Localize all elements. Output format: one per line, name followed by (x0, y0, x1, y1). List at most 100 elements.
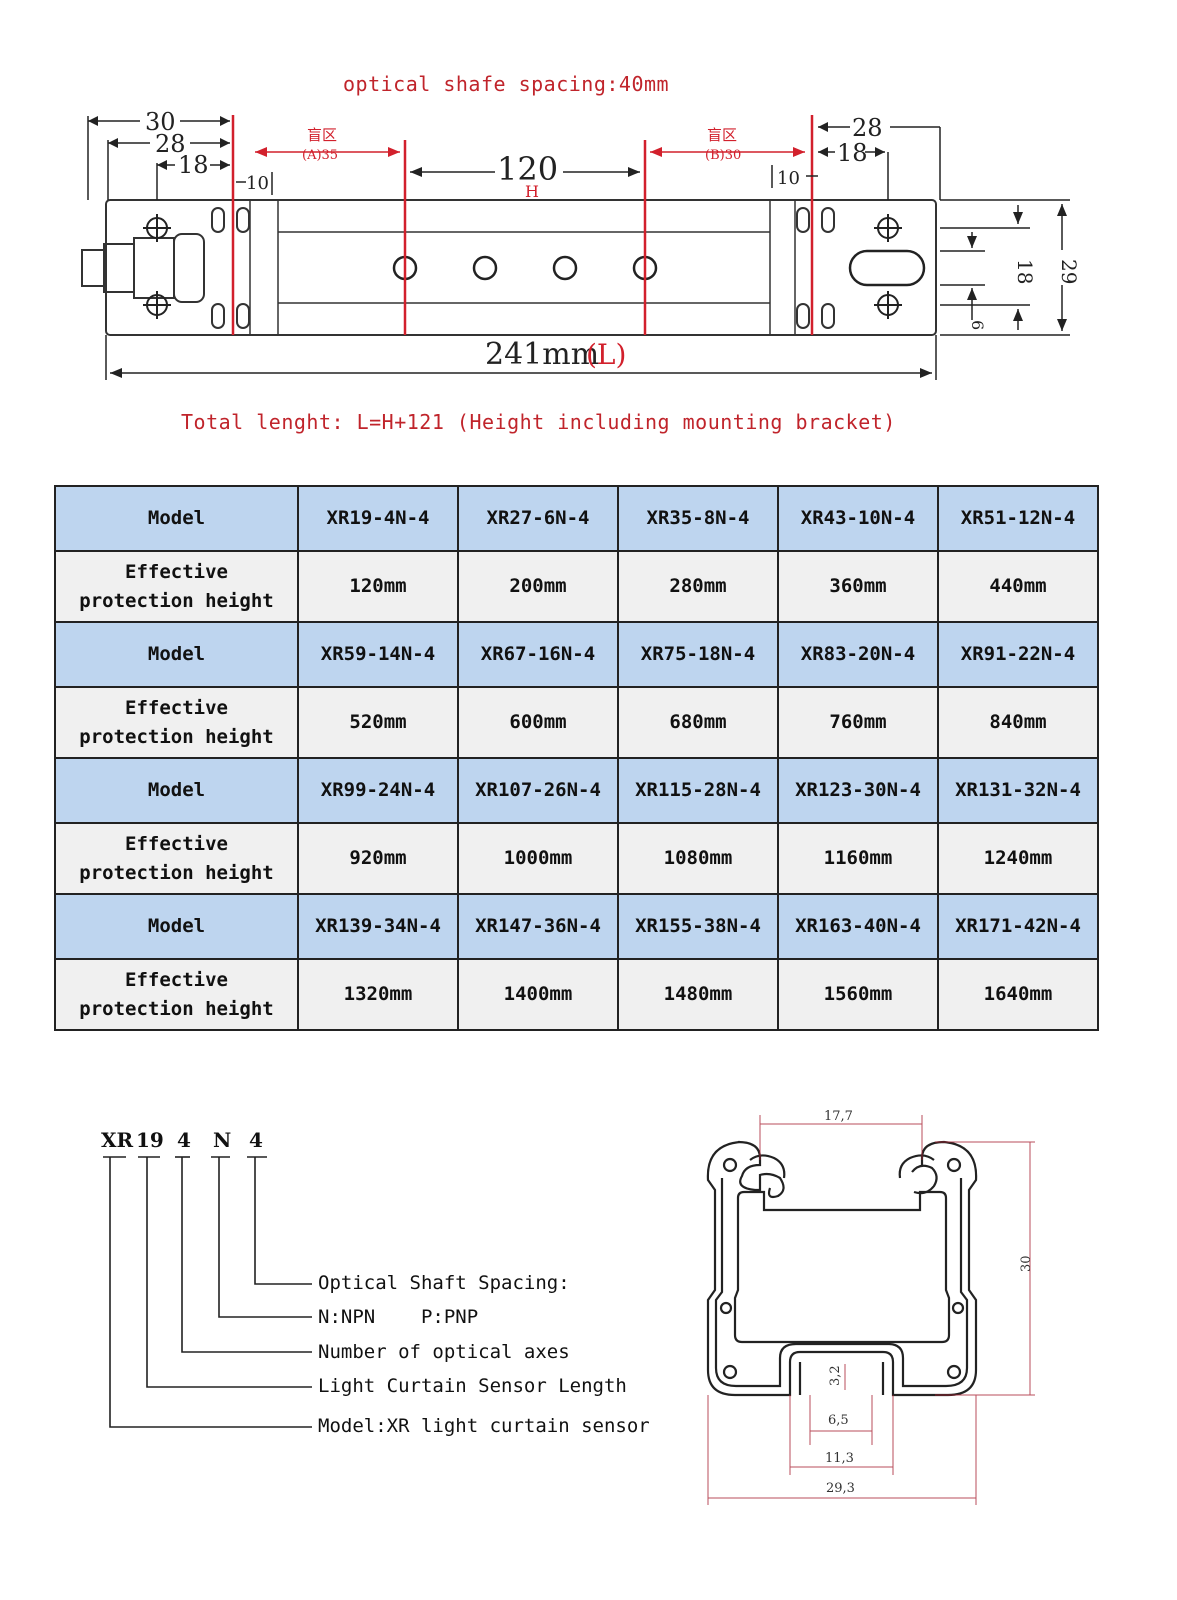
height-cell: 200mm (457, 550, 619, 623)
optical-lens (392, 255, 658, 281)
height-cell: 600mm (457, 686, 619, 759)
dim-10-left-label: 10 (246, 173, 269, 194)
model-cell: XR27-6N-4 (457, 485, 619, 552)
model-cell: XR83-20N-4 (777, 621, 939, 688)
profile-dim-right: 30 (1019, 1255, 1034, 1272)
model-code-leader-lines (103, 1156, 312, 1428)
height-cell: 840mm (937, 686, 1099, 759)
model-cell: XR123-30N-4 (777, 757, 939, 824)
legend-sensor-length: Light Curtain Sensor Length (318, 1375, 627, 1397)
model-header-cell: Model (54, 485, 299, 552)
header-line-1: Effective (125, 696, 228, 719)
header-line-2: protection height (79, 589, 274, 612)
height-cell: 1400mm (457, 958, 619, 1031)
dim-18-vert-label: 18 (1013, 259, 1037, 284)
header-line-1: Effective (125, 832, 228, 855)
length-L-label: (L) (586, 338, 626, 371)
height-cell: 280mm (617, 550, 779, 623)
dim-30-label: 30 (145, 108, 176, 136)
effective-height-header-cell: Effective protection height (54, 550, 299, 623)
dim-H-label: H (525, 182, 539, 201)
model-cell: XR115-28N-4 (617, 757, 779, 824)
length-label: 241mm (485, 337, 599, 372)
legend-optical-shaft-spacing: Optical Shaft Spacing: (318, 1272, 570, 1294)
height-cell: 1560mm (777, 958, 939, 1031)
model-cell: XR67-16N-4 (457, 621, 619, 688)
dim-28-left-label: 28 (155, 130, 186, 158)
height-cell: 680mm (617, 686, 779, 759)
profile-dim-slot-h: 3,2 (828, 1365, 843, 1386)
effective-height-header-cell: Effective protection height (54, 958, 299, 1031)
height-cell: 1080mm (617, 822, 779, 895)
profile-outline (706, 1140, 978, 1397)
profile-cross-section: 17,7 30 3,2 6,5 11,3 29,3 (706, 1109, 1035, 1505)
model-code-output: N (213, 1128, 232, 1152)
model-cell: XR19-4N-4 (297, 485, 459, 552)
height-cell: 1000mm (457, 822, 619, 895)
dim-29-label: 29 (1057, 259, 1081, 284)
model-header-cell: Model (54, 893, 299, 960)
blind-right-sub: (B)30 (705, 148, 741, 163)
height-cell: 760mm (777, 686, 939, 759)
dim-18-right-label: 18 (837, 139, 868, 167)
mounting-slot (848, 249, 926, 287)
header-line-2: protection height (79, 861, 274, 884)
housing-outline (105, 199, 937, 336)
model-cell: XR155-38N-4 (617, 893, 779, 960)
model-code-length: 19 (136, 1128, 164, 1152)
height-cell: 1640mm (937, 958, 1099, 1031)
profile-dim-293: 29,3 (826, 1481, 855, 1496)
profile-dim-65: 6,5 (828, 1413, 849, 1428)
legend-number-of-axes: Number of optical axes (318, 1341, 570, 1363)
profile-dim-top: 17,7 (824, 1109, 853, 1124)
height-cell: 360mm (777, 550, 939, 623)
model-cell: XR91-22N-4 (937, 621, 1099, 688)
model-cell: XR147-36N-4 (457, 893, 619, 960)
profile-dim-113: 11,3 (825, 1451, 854, 1466)
model-cell: XR139-34N-4 (297, 893, 459, 960)
header-line-2: protection height (79, 997, 274, 1020)
model-cell: XR43-10N-4 (777, 485, 939, 552)
model-cell: XR99-24N-4 (297, 757, 459, 824)
model-code-axes: 4 (177, 1128, 191, 1152)
header-line-1: Effective (125, 968, 228, 991)
height-cell: 1320mm (297, 958, 459, 1031)
dim-28-right-label: 28 (852, 114, 883, 142)
height-cell: 1480mm (617, 958, 779, 1031)
height-cell: 920mm (297, 822, 459, 895)
model-cell: XR107-26N-4 (457, 757, 619, 824)
model-header-cell: Model (54, 757, 299, 824)
legend-output-type: N:NPN P:PNP (318, 1306, 479, 1328)
height-cell: 520mm (297, 686, 459, 759)
dim-6-vert-label: 6 (968, 320, 987, 330)
model-cell: XR51-12N-4 (937, 485, 1099, 552)
blind-right-cn: 盲区 (707, 126, 737, 144)
diagram-footer-note: Total lenght: L=H+121 (Height including … (181, 410, 896, 434)
height-cell: 1240mm (937, 822, 1099, 895)
cable-connector (81, 249, 105, 287)
model-cell: XR163-40N-4 (777, 893, 939, 960)
model-cell: XR35-8N-4 (617, 485, 779, 552)
model-header-cell: Model (54, 621, 299, 688)
side-view-drawing: 30 28 18 10 盲区 (A)35 120 H 盲区 (B)30 28 1… (81, 108, 1081, 380)
dim-10-right-label: 10 (777, 168, 800, 189)
header-line-1: Effective (125, 560, 228, 583)
diagram-title: optical shafe spacing:40mm (343, 72, 670, 96)
model-cell: XR59-14N-4 (297, 621, 459, 688)
height-cell: 440mm (937, 550, 1099, 623)
dim-18-left-label: 18 (178, 151, 209, 179)
model-cell: XR75-18N-4 (617, 621, 779, 688)
legend-model: Model:XR light curtain sensor (318, 1415, 650, 1437)
model-cell: XR171-42N-4 (937, 893, 1099, 960)
dim-120-label: 120 (497, 150, 558, 188)
model-cell: XR131-32N-4 (937, 757, 1099, 824)
model-code-xr: XR (101, 1128, 134, 1152)
